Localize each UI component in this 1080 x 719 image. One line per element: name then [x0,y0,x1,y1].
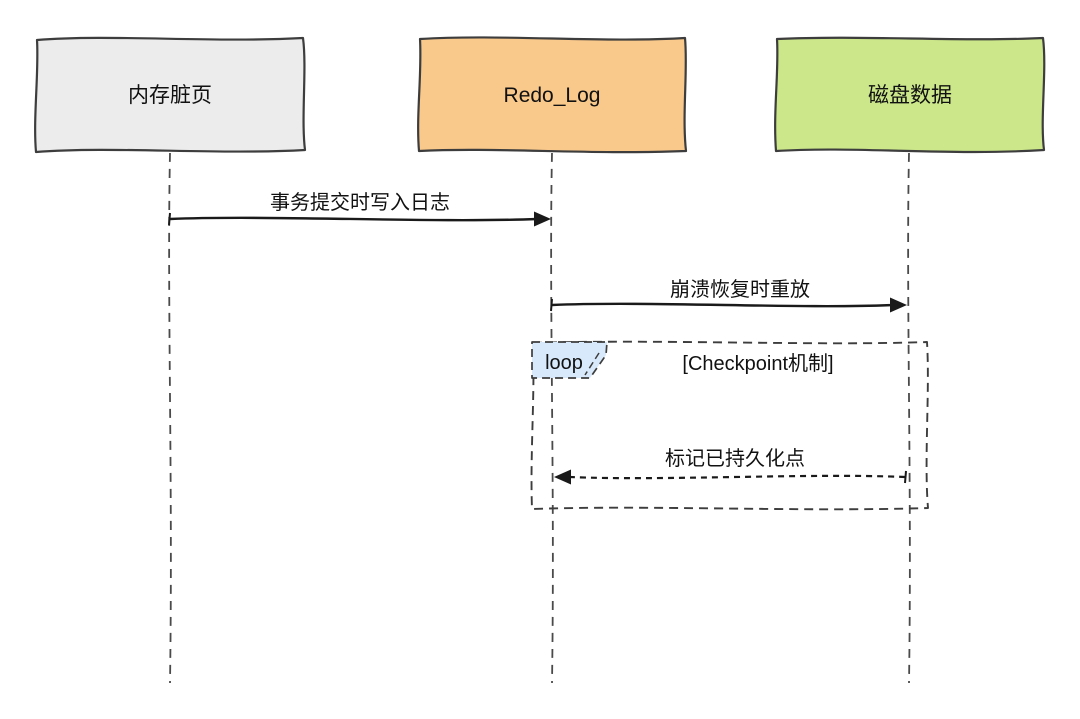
actor-label-redo-log: Redo_Log [504,84,601,107]
message-1: 事务提交时写入日志 [168,191,551,227]
message-1-label: 事务提交时写入日志 [270,191,450,214]
actor-memory-dirty-pages: 内存脏页 [34,36,307,154]
lifeline-disk-data [907,152,911,684]
actor-label-disk-data: 磁盘数据 [868,84,952,107]
message-2-label: 崩溃恢复时重放 [670,278,810,301]
message-3-line [569,474,906,480]
loop-condition-label: [Checkpoint机制] [682,352,833,375]
message-2: 崩溃恢复时重放 [550,278,907,313]
loop-frame-border [530,340,929,511]
message-1-arrowhead-icon [534,211,551,227]
message-2-start-tick [550,298,553,312]
actor-disk-data: 磁盘数据 [774,36,1046,154]
lifeline-memory-dirty-pages [168,152,172,684]
message-1-start-tick [168,212,171,226]
message-3-label: 标记已持久化点 [665,447,805,470]
loop-badge-corner-stroke [584,352,600,376]
message-1-line [169,216,538,222]
lifeline-redo-log [550,152,554,684]
message-2-line [551,302,894,308]
actor-box-disk-data [774,36,1046,154]
message-3: 标记已持久化点 [554,447,907,485]
actor-box-redo-log [417,36,688,154]
message-3-arrowhead-icon [554,469,571,485]
actor-box-memory-dirty-pages [34,36,307,154]
actor-label-memory-dirty-pages: 内存脏页 [128,84,212,107]
loop-badge-label: loop [545,352,583,374]
loop-frame: loop [Checkpoint机制] [530,340,929,511]
actor-redo-log: Redo_Log [417,36,688,154]
message-3-start-tick [904,470,907,484]
loop-badge [531,341,608,379]
message-2-arrowhead-icon [890,297,907,313]
